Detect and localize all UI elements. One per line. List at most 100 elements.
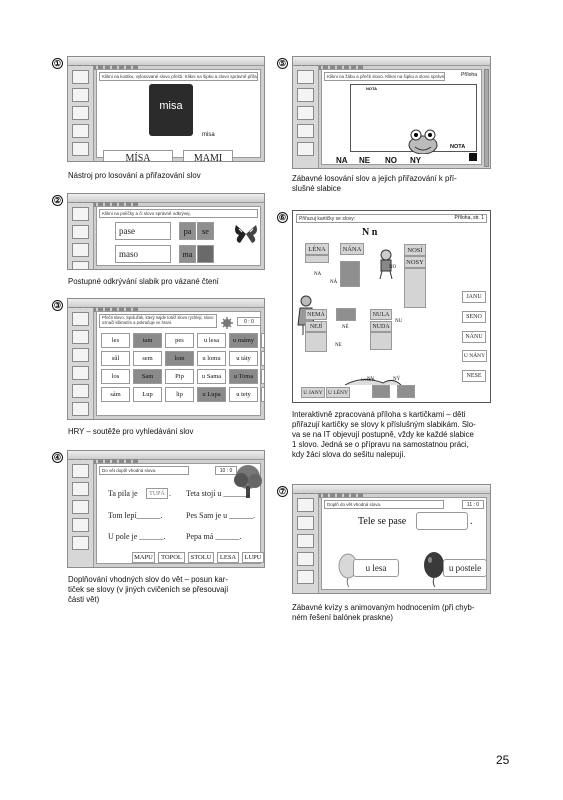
word-card[interactable]: NEMÁ [305,309,327,320]
word-card[interactable]: NESE [462,370,486,382]
word-card[interactable]: JANU [462,291,486,303]
score-box: 10 : 0 [215,466,237,475]
grid-word-cell[interactable]: sám [101,387,130,402]
grid-word-cell[interactable]: Lup [133,387,162,402]
grid-word-cell[interactable]: los [101,369,130,384]
word-card[interactable]: maso [115,245,171,263]
task-header: Přiřazuj kartičky se slovy: [296,214,487,223]
word-card[interactable]: NEJÍ [305,321,327,332]
syllable-label[interactable]: NE [359,156,371,165]
panel-7-number: ⑦ [277,486,288,497]
grid-word-cell[interactable]: Sam [133,369,162,384]
syllable-label[interactable]: NO [385,156,397,165]
grid-word-cell[interactable]: sem [133,351,162,366]
board: Klikni na žábu a přečti slovo. Klikni na… [321,69,482,165]
syllable-tile[interactable]: pa [179,222,196,240]
toolbar [293,57,490,70]
panel-4-caption: Doplňování vhodných slov do vět – posun … [68,575,228,605]
grid-word-cell[interactable]: u Sama [197,369,226,384]
word-button[interactable]: STOLU [188,552,214,563]
balloon-answer[interactable]: u postele [443,559,487,577]
word-card[interactable]: U LÉNY [326,387,350,398]
grid-word-cell[interactable]: Pij! [261,387,264,402]
slot [305,332,327,352]
toolbar [68,451,264,464]
word-card[interactable]: NÁNA [340,243,364,255]
grid-word-cell[interactable]: u táty [229,351,258,366]
grid-word-cell[interactable]: Táto! [261,351,264,366]
word-card[interactable]: NULA [370,309,392,320]
syllable-label[interactable]: NY [410,156,422,165]
tab-label[interactable]: Příloha [461,72,477,78]
syllable-tile[interactable]: ma [179,245,196,263]
grid-word-cell[interactable]: u lomu [197,351,226,366]
grid-word-cell[interactable]: Tome! [261,369,264,384]
note-small: NOTA [366,86,378,91]
word-card[interactable]: U JANY [301,387,325,398]
grid-word-cell[interactable]: u mámy [229,333,258,348]
boy-figure-icon [379,249,393,279]
panel-4-screenshot: Do vět doplň vhodná slova. 10 : 0 Ta pil… [67,450,265,568]
grid-word-cell[interactable]: u tety [229,387,258,402]
task-header: Přečti slovo. Spolužák, který najde toté… [99,314,217,328]
sentence: Tom lepí______. [108,511,163,520]
slot [397,385,415,398]
die-card[interactable] [149,84,193,136]
slot [305,255,329,263]
word-card[interactable]: pase [115,222,171,240]
die-word: misa [159,100,183,112]
grid-word-cell[interactable]: les [101,333,130,348]
word-button[interactable]: LESA [217,552,239,563]
grid-word-cell[interactable]: pes [165,333,194,348]
scene-illustration-icon [344,379,402,386]
panel-6-screenshot: Přiřazuj kartičky se slovy: Příloha, str… [292,210,491,403]
syllable-tile-hidden[interactable] [197,245,214,263]
grid-word-cell[interactable]: u lesa [197,333,226,348]
page-number: 25 [496,753,510,767]
sentence: Teta stojí u ______. [186,489,250,498]
word-card[interactable]: NOSY [404,256,426,268]
word-card[interactable]: NUDA [370,321,392,332]
grid-word-cell[interactable]: u Lupa [197,387,226,402]
caption-line: Zábavné kvízy s animovaným hodnocením (p… [292,603,475,612]
syllable-tile[interactable]: se [197,222,214,240]
grid-word-cell[interactable]: lip [165,387,194,402]
word-card[interactable]: MAMI [183,150,233,161]
grid-word-cell[interactable]: u Toma [229,369,258,384]
panel-5-caption: Zábavné losování slov a jejich přiřazová… [292,174,457,194]
grid-word-cell[interactable]: tam [133,333,162,348]
small-word: misa [202,132,215,138]
slot [372,385,390,398]
grid-word-cell[interactable]: lom [165,351,194,366]
toolbar [68,299,264,312]
frog-icon [408,129,438,154]
word-card[interactable]: MÍSA [103,150,173,161]
word-button[interactable]: MAPU [132,552,155,563]
word-button[interactable]: LUPU [242,552,264,563]
word-card[interactable]: NOSÍ [404,244,426,256]
filled-word[interactable]: TUPÁ [146,488,168,499]
scrollbar[interactable] [484,69,489,167]
paint-pot-icon [469,153,477,161]
word-button[interactable]: TOPOL [158,552,185,563]
board: Klikni na políčky a či slovo správně odk… [96,206,261,266]
word-card[interactable]: LÉNA [305,243,329,255]
word-card[interactable]: SENO [462,311,486,323]
panel-7-screenshot: Doplň do vět vhodná slova. 11 : 0 Tele s… [292,484,491,594]
sidebar [68,460,94,567]
grid-word-cell[interactable]: Pip [165,369,194,384]
word-card[interactable]: U NÁNY [462,350,487,362]
note-big: NOTA [450,144,466,150]
caption-line: Zábavné losování slov a jejich přiřazová… [292,174,457,183]
word-card[interactable]: NÁNU [462,331,486,343]
grid-word-cell[interactable]: Mami! [261,333,264,348]
syllable-label[interactable]: NA [336,156,348,165]
caption-line: ném řešení balónek praskne) [292,613,393,622]
panel-5-number: ⑤ [277,58,288,69]
balloon-answer[interactable]: u lesa [353,559,399,577]
board: Klikni na kostku, vylosované slovo přečt… [96,69,261,161]
grid-word-cell[interactable]: sůl [101,351,130,366]
toolbar [68,194,264,207]
answer-slot[interactable] [416,512,468,530]
